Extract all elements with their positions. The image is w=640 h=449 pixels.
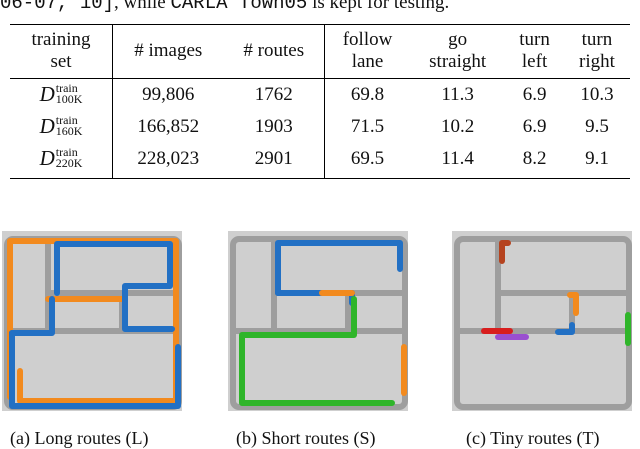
routes-cell: 1762: [223, 78, 325, 111]
short-routes-map: [228, 231, 408, 411]
routes-cell: 1903: [223, 111, 325, 143]
go-straight-cell: 11.3: [441, 84, 474, 105]
go-straight-cell: 11.4: [410, 143, 506, 179]
intro-text-end: is kept for testing.: [307, 0, 450, 13]
intro-text: , while: [114, 0, 171, 13]
header-routes: # routes: [223, 24, 325, 79]
go-straight-cell: 10.2: [441, 116, 475, 137]
turn-right-cell: 10.3: [580, 84, 614, 105]
turn-right-cell: 9.1: [563, 143, 630, 179]
turn-left-cell: 8.2: [505, 143, 564, 179]
intro-code-town: CARLA Town05: [170, 0, 308, 14]
turn-left-cell: 6.9: [522, 84, 547, 105]
intro-sentence: 06-07, 10], while CARLA Town05 is kept f…: [0, 0, 640, 16]
images-cell: 166,852: [137, 116, 200, 137]
routes-cell: 2901: [223, 143, 325, 179]
route-maps-figure: (a) Long routes (L) (b) Short routes (S)…: [0, 228, 640, 449]
follow-lane-cell: 71.5: [350, 116, 385, 137]
images-cell: 99,806: [142, 84, 195, 105]
intro-code: 06-07, 10]: [0, 0, 115, 14]
images-cell: 228,023: [112, 143, 224, 179]
caption-tiny-routes: (c) Tiny routes (T): [466, 428, 600, 448]
follow-lane-cell: 69.5: [324, 143, 411, 179]
turn-left-cell: 6.9: [522, 116, 547, 137]
follow-lane-cell: 69.8: [350, 84, 385, 105]
caption-short-routes: (b) Short routes (S): [236, 428, 376, 448]
tiny-routes-map: [452, 231, 632, 411]
long-routes-map: [2, 231, 182, 411]
header-images: # images: [112, 24, 224, 79]
caption-long-routes: (a) Long routes (L): [10, 428, 149, 448]
turn-right-cell: 9.5: [585, 116, 609, 137]
